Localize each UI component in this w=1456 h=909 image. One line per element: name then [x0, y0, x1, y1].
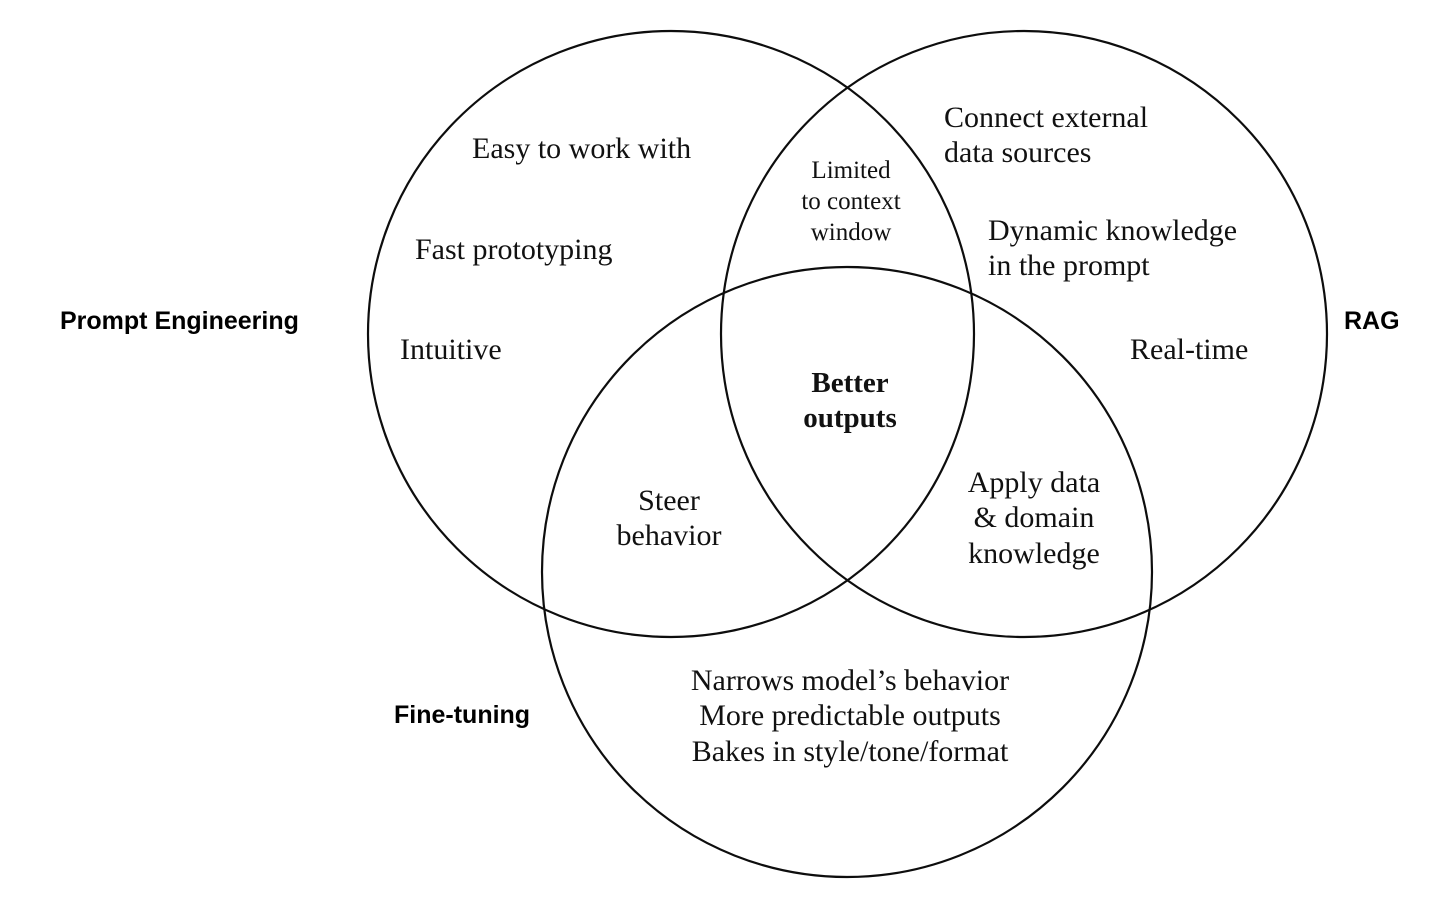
- region-item-prompt-engineering-rag-overlap: Limited to context window: [801, 157, 901, 246]
- region-item-rag-3: Real-time: [1130, 333, 1249, 366]
- region-item-all-three-overlap: Better outputs: [803, 367, 897, 434]
- set-label-fine-tuning: Fine-tuning: [394, 701, 531, 729]
- region-item-prompt-engineering-3: Intuitive: [400, 333, 502, 366]
- region-item-fine-tuning-1: Narrows model’s behavior More predictabl…: [690, 664, 1010, 768]
- set-label-rag: RAG: [1344, 307, 1400, 335]
- circle-prompt-engineering: [366, 29, 976, 639]
- region-item-prompt-engineering-2: Fast prototyping: [415, 233, 613, 266]
- region-item-rag-fine-tuning-overlap: Apply data & domain knowledge: [967, 466, 1101, 570]
- circle-rag: [719, 29, 1329, 639]
- region-item-rag-2: Dynamic knowledge in the prompt: [988, 214, 1238, 283]
- circle-fine-tuning: [540, 265, 1154, 879]
- region-item-rag-1: Connect external data sources: [944, 101, 1149, 170]
- region-item-prompt-engineering-fine-tuning-overlap: Steer behavior: [616, 484, 722, 553]
- region-item-prompt-engineering-1: Easy to work with: [472, 132, 692, 165]
- set-label-prompt-engineering: Prompt Engineering: [60, 307, 299, 335]
